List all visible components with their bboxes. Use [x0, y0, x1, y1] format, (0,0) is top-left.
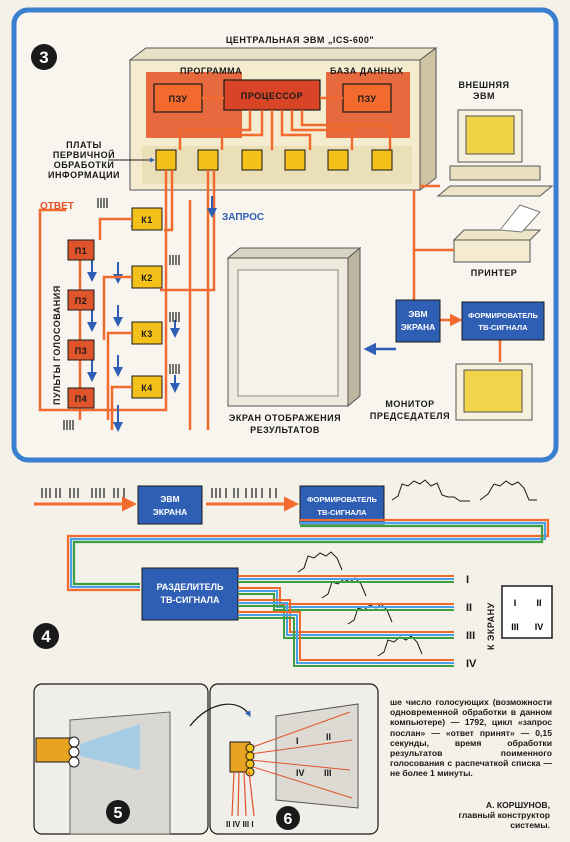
processor-label: ПРОЦЕССОР	[241, 91, 303, 101]
processing-boards	[155, 149, 393, 171]
projection-screen-4	[275, 703, 359, 809]
request-label: ЗАПРОС	[222, 212, 264, 223]
hub-k1: К1	[141, 215, 153, 225]
internal-bus	[178, 96, 392, 150]
panel-p4: П4	[75, 394, 87, 404]
screen-computer-box	[395, 299, 441, 343]
request-arrows	[87, 196, 217, 432]
database-label: БАЗА ДАННЫХ	[330, 66, 404, 76]
projector	[35, 736, 80, 768]
answer-label: ОТВЕТ	[40, 201, 74, 212]
screen-quadrants	[501, 585, 553, 639]
screen-mark-4: III	[324, 768, 332, 778]
figure-6: I II IV III II IV III I 6	[189, 683, 379, 835]
figure-3-number: 3	[39, 48, 48, 67]
boards-label-3: ОБРАБОТКИ	[54, 160, 115, 170]
panel-p2: П2	[75, 296, 87, 306]
signal-ticks	[63, 198, 180, 430]
quadrant-1: I	[514, 598, 517, 608]
output-1: I	[466, 574, 469, 586]
screen-mark-3: IV	[296, 768, 305, 778]
fig4-screen-computer-label-2: ЭКРАНА	[153, 507, 188, 517]
splitter-label-1: РАЗДЕЛИТЕЛЬ	[157, 582, 224, 592]
signature: А. КОРШУНОВ, главный конструктор системы…	[390, 800, 550, 830]
fig4-tv-former-label-2: ТВ-СИГНАЛА	[317, 508, 367, 517]
fig4-tv-former-label-1: ФОРМИРОВАТЕЛЬ	[307, 495, 377, 504]
external-label-2: ЭВМ	[473, 91, 495, 101]
splitter-box	[141, 567, 239, 621]
quadrant-3: III	[511, 622, 519, 632]
projection-rays	[249, 711, 353, 799]
program-label: ПРОГРАММА	[180, 66, 242, 76]
figure-4-badge	[33, 623, 59, 649]
figure-4-number: 4	[41, 627, 51, 646]
screen-quadrant-marks: I II IV III	[296, 732, 332, 778]
screen-mark-1: I	[296, 736, 299, 746]
screen-computer-label-2: ЭКРАНА	[401, 322, 436, 332]
quadrant-2: II	[536, 598, 541, 608]
rom-left-box	[153, 83, 203, 113]
fig4-screen-computer-label-1: ЭВМ	[160, 494, 179, 504]
rom-right-label: ПЗУ	[358, 94, 377, 104]
hub-boxes	[131, 207, 163, 399]
four-projectors	[229, 741, 255, 777]
figure-5-number: 5	[114, 805, 123, 822]
zoom-arrow	[189, 703, 251, 727]
figure-3-badge	[31, 44, 57, 70]
figure-5-badge	[106, 800, 130, 824]
screen-computer-label-1: ЭВМ	[408, 309, 427, 319]
author-role: главный конструктор системы.	[458, 810, 550, 830]
output-3: III	[466, 630, 475, 642]
input-pulses	[41, 488, 277, 498]
central-computer-title: ЦЕНТРАЛЬНАЯ ЭВМ „ICS-600"	[226, 35, 374, 45]
panel-p1: П1	[75, 246, 87, 256]
author-name: А. КОРШУНОВ,	[485, 800, 550, 810]
figure-3: 3 ЦЕНТРАЛЬНАЯ ЭВМ „ICS-600" ПРОГРАММА БА…	[11, 7, 559, 463]
output-2: II	[466, 602, 472, 614]
tv-former-box	[461, 301, 545, 341]
boards-label-2: ПЕРВИЧНОЙ	[53, 149, 115, 160]
boards-label-1: ПЛАТЫ	[66, 140, 102, 150]
display-label-1: ЭКРАН ОТОБРАЖЕНИЯ	[229, 413, 341, 423]
figure-6-badge	[276, 806, 300, 830]
monitor-label-1: МОНИТОР	[385, 399, 434, 409]
tv-former-label-1: ФОРМИРОВАТЕЛЬ	[468, 311, 538, 320]
to-screen-label: К ЭКРАНУ	[486, 602, 496, 650]
figure-4: ЭВМ ЭКРАНА ФОРМИРОВАТЕЛЬ ТВ-СИГНАЛА РАЗД…	[33, 479, 553, 670]
monitor-label-2: ПРЕДСЕДАТЕЛЯ	[370, 411, 450, 421]
hub-k4: К4	[141, 383, 153, 393]
tv-former-label-2: ТВ-СИГНАЛА	[478, 323, 528, 332]
output-4: IV	[466, 658, 477, 670]
splitter-label-2: ТВ-СИГНАЛА	[161, 595, 220, 605]
printer	[452, 204, 542, 263]
cable-marks: II IV III I	[226, 820, 254, 829]
fig4-tv-former-box	[299, 485, 385, 525]
projector-beam	[80, 724, 140, 770]
printer-label: ПРИНТЕР	[471, 268, 517, 278]
results-display	[226, 246, 362, 408]
voting-panel-boxes	[67, 239, 95, 409]
figure-6-number: 6	[284, 811, 293, 828]
hub-k3: К3	[141, 329, 153, 339]
screen-mark-2: II	[326, 732, 331, 742]
fig4-screen-computer-box	[137, 485, 203, 525]
rom-left-label: ПЗУ	[169, 94, 188, 104]
caption-paragraph: ше число голосующих (возможности одновре…	[390, 697, 552, 779]
processor-box	[223, 79, 321, 111]
projector-cables	[231, 771, 255, 817]
rom-right-box	[342, 83, 392, 113]
external-label-1: ВНЕШНЯЯ	[459, 80, 510, 90]
voting-panels-label: ПУЛЬТЫ ГОЛОСОВАНИЯ	[52, 285, 62, 405]
panel-p3: П3	[75, 346, 87, 356]
quadrant-4: IV	[535, 622, 544, 632]
rgb-cable	[66, 518, 550, 592]
splitter-outputs	[238, 575, 454, 667]
hub-k2: К2	[141, 273, 153, 283]
chairman-monitor	[455, 363, 533, 421]
boards-label-4: ИНФОРМАЦИИ	[48, 170, 120, 180]
display-label-2: РЕЗУЛЬТАТОВ	[250, 425, 320, 435]
external-computer	[436, 109, 554, 197]
figure-5: 5	[33, 683, 209, 835]
